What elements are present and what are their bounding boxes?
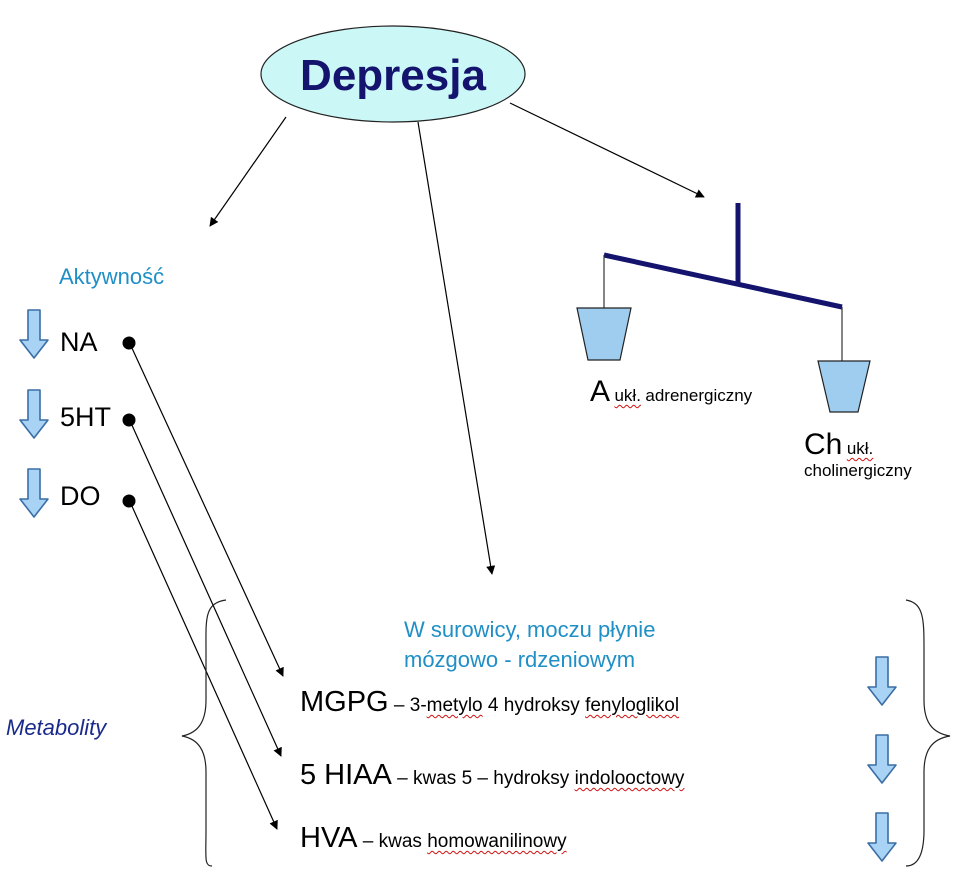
arrow-na-to-mgpg bbox=[130, 345, 284, 677]
5ht-down-arrow-icon bbox=[19, 389, 49, 439]
adrenergic-symbol: A bbox=[590, 375, 611, 408]
neurotransmitter-do: DO bbox=[60, 481, 101, 511]
metabolite-abbr: HVA bbox=[300, 822, 358, 854]
metabolite-abbr: 5 HIAA bbox=[300, 759, 392, 791]
cholinergic-abbr: ukł. bbox=[846, 439, 874, 458]
arrow-to-activity bbox=[209, 116, 287, 227]
fluids-label-line2: mózgowo - rdzeniowym bbox=[404, 647, 636, 672]
metabolite-prefix: kwas bbox=[378, 831, 428, 852]
right-brace bbox=[905, 599, 951, 867]
metabolite-dash: – bbox=[391, 768, 413, 789]
cholinergic-symbol: Ch bbox=[804, 428, 843, 461]
metabolite-row-5hiaa: 5 HIAA – kwas 5 – hydroksy indolooctowy bbox=[300, 761, 684, 790]
na-down-arrow-icon bbox=[19, 309, 49, 359]
5hiaa-down-arrow-icon bbox=[867, 734, 897, 784]
cholinergic-name: cholinergiczny bbox=[804, 461, 912, 480]
arrow-5ht-to-5hiaa bbox=[130, 422, 282, 757]
adrenergic-name: adrenergiczny bbox=[645, 386, 753, 405]
metabolite-row-mgpg: MGPG – 3-metylo 4 hydroksy fenyloglikol bbox=[300, 688, 679, 717]
na-dot bbox=[122, 336, 136, 350]
metabolite-dash: – bbox=[357, 831, 379, 852]
adrenergic-abbr: ukł. bbox=[614, 386, 641, 405]
do-down-arrow-icon bbox=[19, 468, 49, 518]
metabolite-term: indolooctowy bbox=[574, 768, 685, 789]
neurotransmitter-5ht: 5HT bbox=[60, 402, 112, 432]
metabolite-term: metylo bbox=[426, 695, 483, 716]
metabolite-mid: 4 hydroksy bbox=[482, 695, 586, 716]
metabolite-dash: – bbox=[388, 695, 410, 716]
arrow-to-balance bbox=[509, 102, 705, 198]
metabolite-prefix: kwas 5 – hydroksy bbox=[413, 768, 575, 789]
pan-right-icon bbox=[817, 360, 871, 413]
arrow-to-fluids bbox=[417, 121, 496, 575]
do-dot bbox=[122, 494, 136, 508]
5ht-dot bbox=[122, 413, 136, 427]
title-ellipse bbox=[260, 25, 526, 123]
activity-label: Aktywność bbox=[59, 264, 165, 289]
fluids-label-line1: W surowicy, moczu płynie bbox=[404, 617, 656, 642]
hva-down-arrow-icon bbox=[867, 812, 897, 862]
balance-scale-icon bbox=[576, 203, 871, 413]
metabolite-row-hva: HVA – kwas homowanilinowy bbox=[300, 824, 567, 853]
mgpg-down-arrow-icon bbox=[867, 656, 897, 706]
neurotransmitter-na: NA bbox=[60, 327, 98, 357]
metabolites-label: Metabolity bbox=[6, 715, 107, 740]
metabolite-prefix: 3- bbox=[409, 695, 427, 716]
arrow-do-to-hva bbox=[130, 503, 278, 830]
adrenergic-system-label: A ukł. adrenergiczny bbox=[590, 377, 752, 407]
diagram-title: Depresja bbox=[300, 51, 486, 100]
cholinergic-system-label: Ch ukł. bbox=[804, 430, 873, 460]
pan-left-icon bbox=[576, 307, 632, 361]
left-brace bbox=[181, 599, 227, 867]
metabolite-abbr: MGPG bbox=[300, 686, 389, 718]
metabolite-term: fenyloglikol bbox=[585, 695, 680, 716]
metabolite-term: homowanilinowy bbox=[427, 831, 567, 852]
